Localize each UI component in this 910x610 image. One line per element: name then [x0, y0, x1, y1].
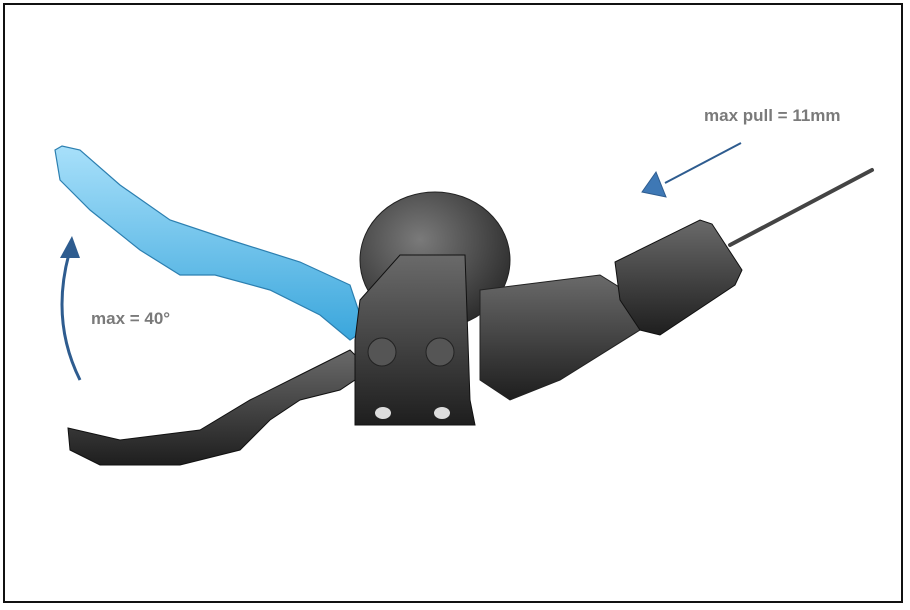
lever-closed-position	[67, 349, 371, 466]
bolt-hole	[375, 407, 391, 419]
cable	[728, 168, 874, 247]
max-angle-label: max = 40°	[91, 309, 171, 328]
max-pull-label: max pull = 11mm	[704, 106, 841, 125]
clamp-hole	[367, 337, 397, 367]
pull-arrow	[641, 142, 742, 198]
lever-body-arm	[479, 274, 641, 401]
clamp-hole	[425, 337, 455, 367]
bolt-hole	[434, 407, 450, 419]
border-frame	[3, 3, 903, 603]
barrel-adjuster	[614, 219, 743, 336]
handlebar-clamp	[354, 254, 476, 426]
rotation-arrow	[60, 236, 82, 381]
